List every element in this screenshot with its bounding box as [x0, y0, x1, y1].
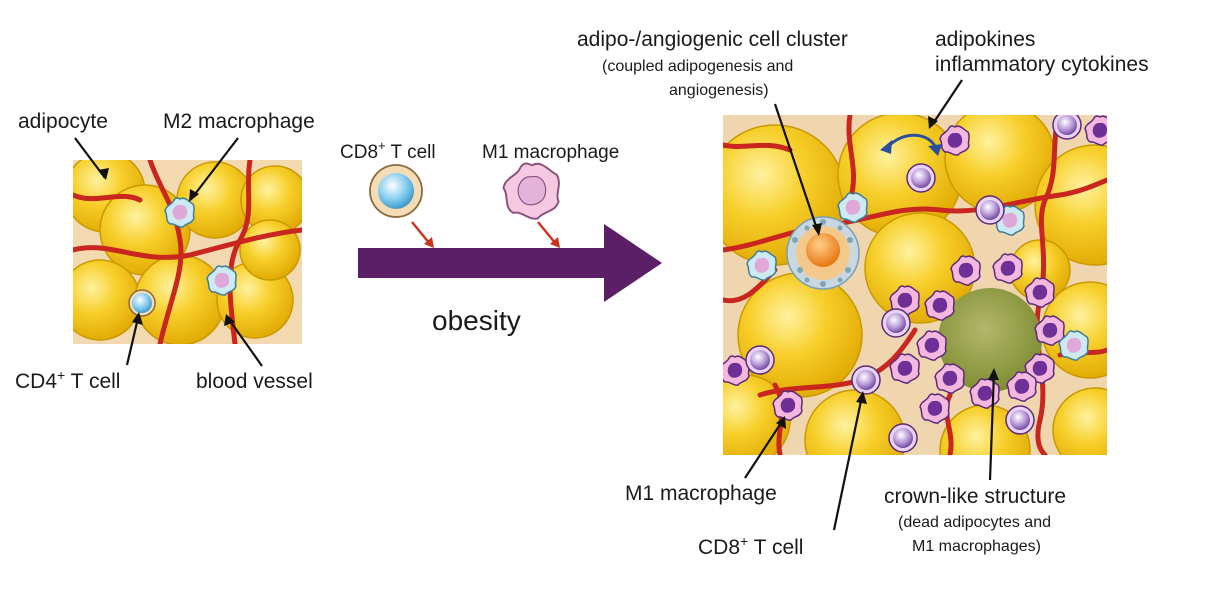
- m1-macrophage-icon: [502, 162, 560, 220]
- label-cluster-sub1: (coupled adipogenesis and: [602, 58, 793, 75]
- pointer-crown: [988, 371, 996, 481]
- obesity-arrow: [358, 224, 662, 302]
- label-inflammatory-cytokines: inflammatory cytokines: [935, 53, 1149, 76]
- label-cluster-title: adipo-/angiogenic cell cluster: [577, 28, 848, 51]
- left-labels: adipocyte M2 macrophage CD4+ T cell bloo…: [15, 110, 315, 393]
- label-m1-macrophage-bottom: M1 macrophage: [625, 482, 777, 505]
- label-cd8-t-cell-bottom: CD8+ T cell: [698, 533, 803, 559]
- label-m2-macrophage: M2 macrophage: [163, 110, 315, 133]
- label-adipokines: adipokines: [935, 28, 1035, 51]
- lean-tissue-panel: [73, 160, 302, 344]
- label-obesity: obesity: [432, 305, 521, 336]
- pointer-cytokines: [931, 79, 963, 126]
- label-m1-macrophage-top: M1 macrophage: [482, 142, 619, 163]
- cytokine-release-arrow: [880, 133, 942, 156]
- label-cd8-t-cell-top: CD8+ T cell: [340, 138, 436, 163]
- right-labels: adipo-/angiogenic cell cluster (coupled …: [577, 28, 1149, 559]
- cd4-t-cell-left: [128, 289, 156, 317]
- adipocyte-cells: [73, 160, 302, 344]
- pointer-m1-macrophage: [744, 419, 784, 479]
- label-cluster-sub2: angiogenesis): [669, 82, 769, 99]
- obese-tissue-panel: [723, 115, 1107, 455]
- angiogenic-cluster-shape: [786, 216, 860, 290]
- blood-vessels: [73, 160, 302, 344]
- cd8-t-cell-icon: [369, 164, 423, 218]
- pointer-cd4-t-cell: [125, 317, 140, 366]
- label-adipocyte: adipocyte: [18, 110, 108, 133]
- pointer-blood-vessel: [227, 317, 263, 367]
- pointer-m2-macrophage: [191, 137, 239, 199]
- pointer-cd8-t-cell: [832, 395, 864, 531]
- crown-like-structure-center: [938, 288, 1042, 392]
- label-cd4-t-cell: CD4+ T cell: [15, 367, 120, 393]
- label-crown-sub1: (dead adipocytes and: [898, 514, 1051, 531]
- transition-section: CD8+ T cell M1 macrophage obesity: [340, 138, 662, 336]
- pointer-cluster: [773, 103, 820, 233]
- label-crown-title: crown-like structure: [884, 485, 1066, 508]
- label-crown-sub2: M1 macrophages): [912, 538, 1041, 555]
- label-blood-vessel: blood vessel: [196, 370, 313, 393]
